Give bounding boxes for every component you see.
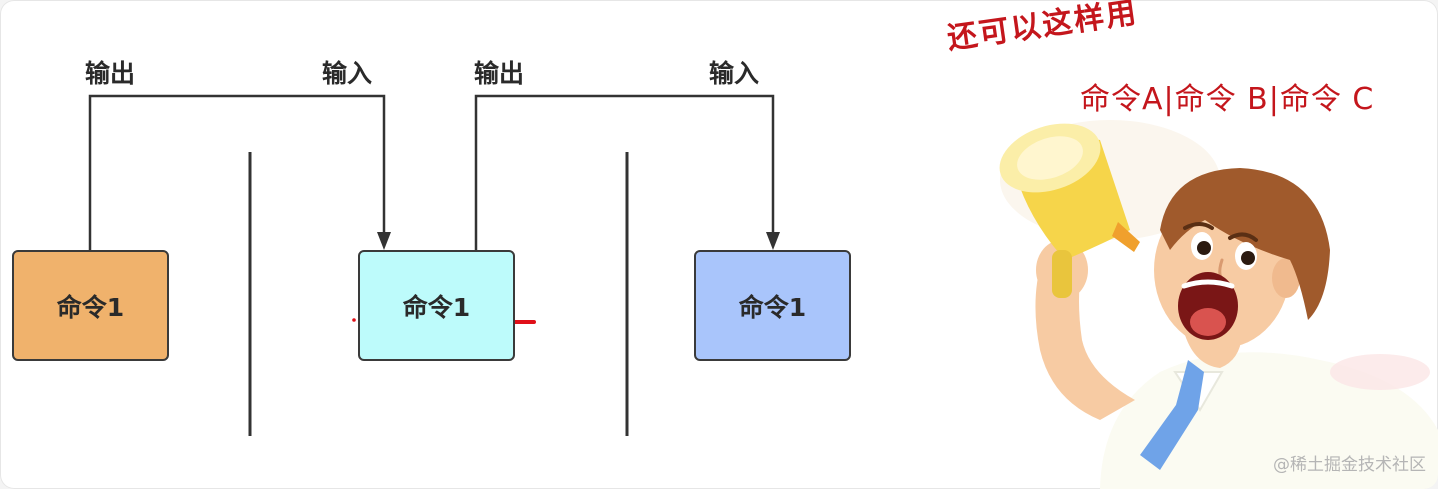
raised-arm	[1035, 260, 1135, 420]
megaphone-person-illustration	[999, 120, 1438, 489]
tie	[1140, 360, 1204, 470]
arrow-head-icon	[377, 232, 391, 250]
command-label: 命令1	[738, 292, 807, 322]
note-title: 还可以这样用	[945, 0, 1141, 57]
output-connector	[88, 94, 386, 250]
command-box: 命令1	[12, 250, 169, 361]
output-label: 输出	[85, 59, 136, 88]
input-label: 输入	[322, 59, 373, 88]
command-box: 命令1	[694, 250, 851, 361]
hair	[1160, 168, 1330, 320]
arrow-head-icon	[766, 232, 780, 250]
megaphone-icon	[999, 123, 1140, 298]
command-label: 命令1	[56, 292, 125, 322]
input-label: 输入	[709, 59, 760, 88]
watermark: @稀土掘金技术社区	[1273, 455, 1426, 475]
command-label: 命令1	[402, 292, 471, 322]
note-usage: 命令A|命令 B|命令 C	[1080, 82, 1375, 117]
output-label: 输出	[474, 59, 525, 88]
command-box: 命令1	[358, 250, 515, 361]
handwritten-dot	[352, 318, 356, 322]
output-connector	[474, 94, 775, 250]
